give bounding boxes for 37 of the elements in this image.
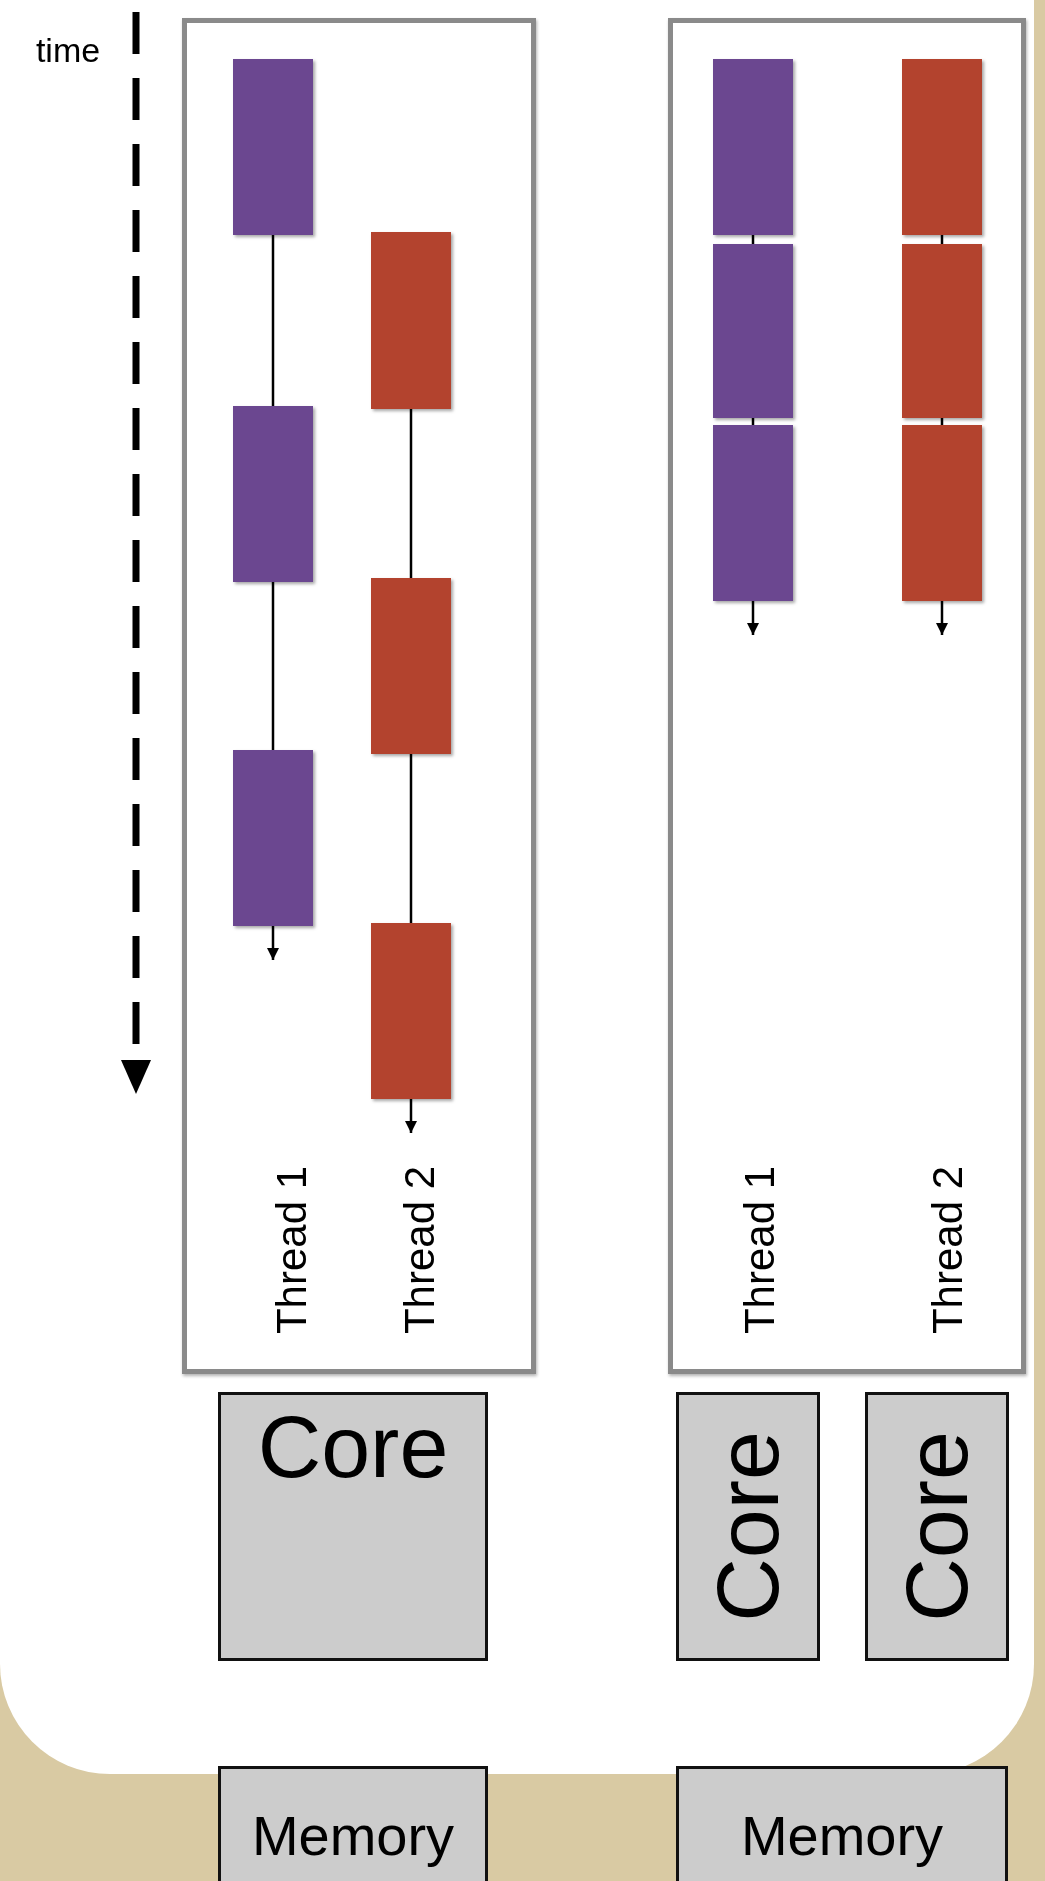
task-block — [371, 578, 451, 754]
thread-panel — [182, 18, 536, 1374]
task-block — [233, 59, 313, 235]
arrow — [935, 601, 949, 635]
memory-label: Memory — [251, 1805, 455, 1867]
thread-label: Thread 1 — [739, 1165, 781, 1335]
task-block — [371, 923, 451, 1099]
arrow — [746, 601, 760, 635]
memory-box — [676, 1766, 1008, 1881]
task-block — [713, 59, 793, 235]
core-box — [676, 1392, 820, 1661]
axis-label: time — [35, 33, 101, 67]
task-block — [713, 425, 793, 601]
task-block — [713, 244, 793, 418]
thread-label: Thread 2 — [399, 1165, 441, 1335]
thread-panel — [668, 18, 1026, 1374]
thread-label: Thread 1 — [271, 1165, 313, 1335]
arrow — [266, 926, 280, 960]
core-box — [865, 1392, 1009, 1661]
connector-line — [271, 235, 275, 406]
task-block — [902, 59, 982, 235]
core-label: Core — [888, 1431, 986, 1622]
connector-line — [409, 754, 413, 923]
core-label: Core — [257, 1399, 449, 1496]
core-box — [218, 1392, 488, 1661]
arrow — [404, 1099, 418, 1133]
memory-label: Memory — [740, 1805, 944, 1867]
connector-line — [409, 409, 413, 578]
task-block — [902, 425, 982, 601]
task-block — [902, 244, 982, 418]
task-block — [371, 232, 451, 409]
memory-box — [218, 1766, 488, 1881]
connector-line — [271, 582, 275, 750]
thread-label: Thread 2 — [927, 1165, 969, 1335]
core-label: Core — [699, 1431, 797, 1622]
task-block — [233, 750, 313, 926]
task-block — [233, 406, 313, 582]
